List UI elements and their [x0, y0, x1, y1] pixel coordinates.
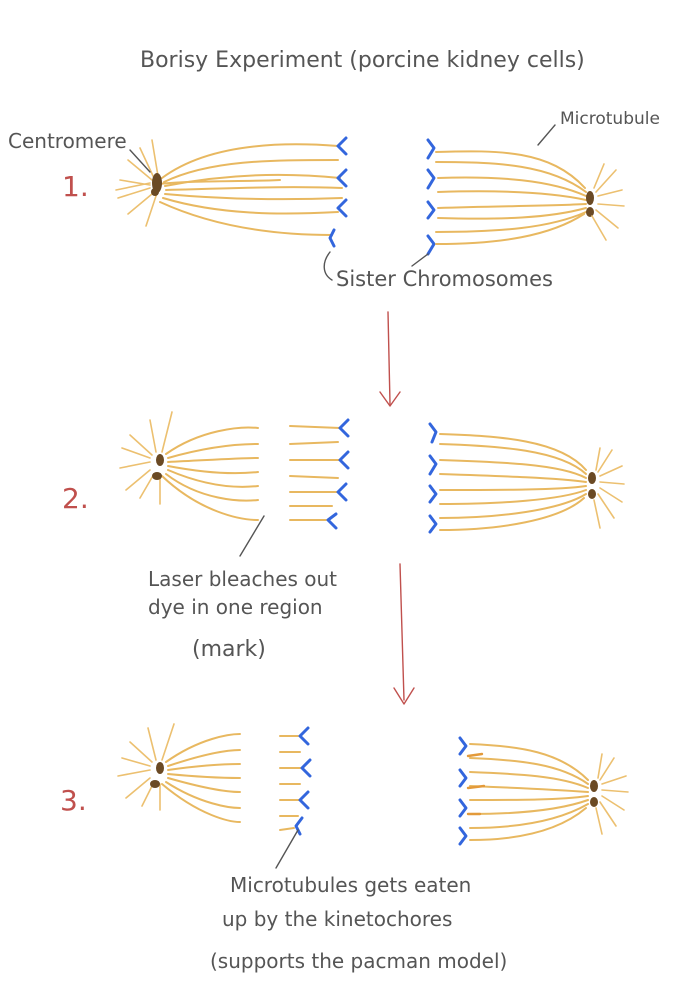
laser-label-line-1: Laser bleaches out	[148, 567, 337, 591]
sister-chromosomes-left-bracket	[323, 251, 333, 281]
laser-label-line-2: dye in one region	[148, 595, 323, 619]
step-1-right-centrosome	[586, 191, 594, 205]
step-3-left-kinetochores	[294, 726, 312, 836]
step-3-short-microtubules	[279, 735, 303, 831]
step-2-bleached-segment-microtubules	[289, 425, 341, 521]
step-3-left-microtubules	[161, 733, 241, 823]
step-1-left-aster	[115, 139, 159, 227]
step-1-right-kinetochores	[426, 138, 436, 256]
step-1-number: 1.	[62, 170, 89, 203]
step-1-left-centrosome	[152, 173, 162, 193]
transition-arrow-1	[379, 311, 401, 407]
eaten-label-line-2: up by the kinetochores	[222, 907, 452, 931]
eaten-label-line-1: Microtubules gets eaten	[230, 873, 471, 897]
step-1-spindle	[115, 136, 625, 256]
step-1-right-centrosome-2	[586, 207, 594, 217]
laser-label-line-3: (mark)	[192, 637, 266, 662]
step-3-number: 3.	[60, 784, 87, 817]
step-1-left-kinetochores	[328, 136, 348, 248]
step-2-right-centrosome-2	[588, 489, 596, 499]
step-2-right-microtubules	[439, 433, 587, 531]
step-2-spindle	[119, 411, 625, 534]
centromere-leader-line	[129, 149, 151, 173]
step-3-right-kinetochores	[458, 736, 468, 846]
kinetochore-leader-line	[275, 829, 299, 869]
step-2-left-centrosome-2	[152, 472, 162, 480]
step-2-left-aster	[119, 411, 173, 505]
step-1-right-aster	[591, 163, 625, 241]
step-3-left-aster	[117, 723, 175, 811]
step-2-left-centrosome	[156, 454, 164, 466]
step-3-spindle	[117, 723, 629, 846]
step-2-left-microtubules	[161, 426, 259, 521]
step-2-number: 2.	[62, 482, 89, 515]
microtubule-label: Microtubule	[560, 109, 660, 129]
step-3-right-centrosome-2	[590, 797, 598, 807]
step-3-left-centrosome	[156, 762, 164, 774]
step-3-right-microtubules	[469, 743, 589, 841]
step-2-right-aster	[593, 447, 625, 529]
step-3-depolymerizing-tips	[466, 752, 486, 816]
step-3-right-aster	[595, 753, 629, 835]
laser-leader-line	[239, 515, 265, 557]
step-1-left-centrosome-2	[151, 188, 159, 196]
eaten-label-line-3: (supports the pacman model)	[210, 949, 507, 973]
transition-arrow-2	[393, 563, 415, 705]
step-1-left-microtubules	[157, 143, 343, 236]
microtubule-leader-line	[537, 124, 556, 146]
centromere-label: Centromere	[8, 129, 127, 153]
step-3-right-centrosome	[590, 780, 598, 792]
step-2-right-centrosome	[588, 472, 596, 484]
step-2-left-kinetochores	[326, 418, 350, 530]
sister-chromosomes-right-leader	[411, 253, 429, 267]
sister-chromosomes-label: Sister Chromosomes	[336, 267, 553, 291]
step-2-right-kinetochores	[428, 422, 438, 534]
diagram-title: Borisy Experiment (porcine kidney cells)	[140, 48, 585, 73]
step-3-left-centrosome-2	[150, 780, 160, 788]
step-1-right-microtubules	[435, 150, 587, 245]
